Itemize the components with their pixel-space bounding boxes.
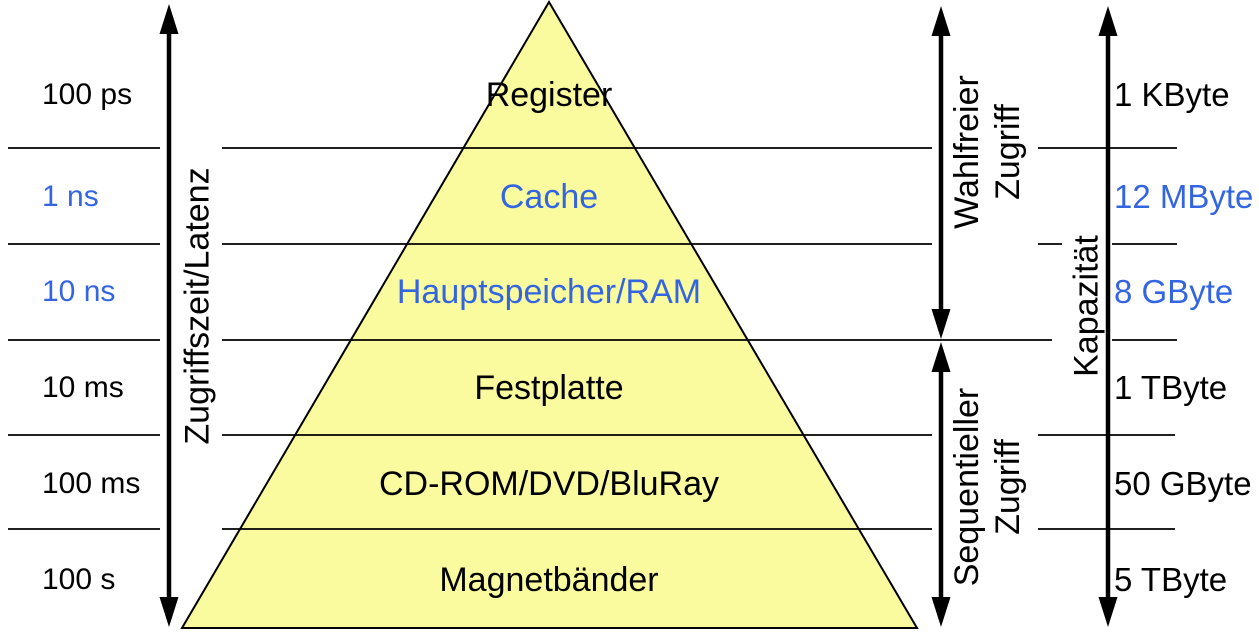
capacity-value-register: 1 KByte <box>1114 76 1230 113</box>
latency-value-tape: 100 s <box>42 563 116 596</box>
sequential-access-label: Sequentieller Zugriff <box>948 387 1027 587</box>
level-register: Register <box>485 76 613 114</box>
capacity-axis-label: Kapazität <box>1067 235 1106 377</box>
latency-value-disk: 10 ms <box>42 371 124 404</box>
latency-axis-arrow <box>159 4 179 627</box>
level-cache: Cache <box>499 178 599 216</box>
latency-value-optical: 100 ms <box>42 467 141 500</box>
random-access-label: Wahlfreier Zugriff <box>948 75 1027 229</box>
capacity-value-optical: 50 GByte <box>1114 465 1252 502</box>
capacity-axis-arrow <box>1098 6 1118 627</box>
pyramid-shape <box>180 0 919 629</box>
latency-axis-label: Zugriffszeit/Latenz <box>178 167 217 445</box>
sequential-access-arrow <box>931 342 951 627</box>
level-tape: Magnetbänder <box>439 561 659 599</box>
random-access-arrow <box>931 6 951 339</box>
level-optical: CD-ROM/DVD/BluRay <box>378 465 720 503</box>
capacity-value-cache: 12 MByte <box>1114 178 1254 215</box>
level-ram: Hauptspeicher/RAM <box>396 273 702 311</box>
capacity-value-disk: 1 TByte <box>1114 369 1228 406</box>
level-disk: Festplatte <box>474 369 624 407</box>
capacity-value-tape: 5 TByte <box>1114 561 1228 598</box>
latency-value-register: 100 ps <box>42 78 133 111</box>
latency-value-ram: 10 ns <box>42 275 116 308</box>
capacity-value-ram: 8 GByte <box>1114 273 1234 310</box>
latency-value-cache: 1 ns <box>42 180 99 213</box>
